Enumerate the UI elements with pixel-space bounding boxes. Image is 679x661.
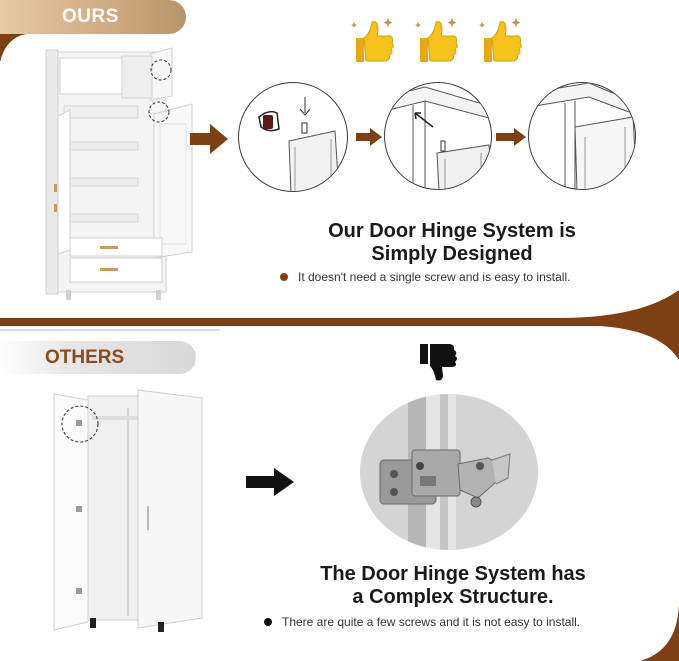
thumbs-up-icon [415, 18, 458, 62]
thumbs-down-icon [420, 344, 457, 381]
ours-cabinet-illustration [45, 47, 193, 300]
arrow-right-icon [190, 124, 228, 154]
arrow-right-icon [356, 128, 382, 146]
ours-headline: Our Door Hinge System is Simply Designed [296, 220, 608, 266]
ours-bullet: It doesn't need a single screw and is ea… [280, 270, 620, 284]
complex-hinge-photo [360, 394, 538, 550]
step-circle-2 [384, 82, 492, 190]
thumbs-up-icon [351, 18, 394, 62]
others-bullet: There are quite a few screws and it is n… [264, 615, 644, 629]
bullet-dot [264, 618, 272, 626]
others-wardrobe-illustration [53, 389, 203, 632]
ours-headline-line2: Simply Designed [371, 243, 533, 265]
ours-label: OURS [62, 6, 119, 27]
step-circle-1 [238, 82, 348, 192]
ours-banner: OURS [0, 0, 186, 34]
thumbs-up-icon [479, 18, 522, 62]
others-headline: The Door Hinge System has a Complex Stru… [296, 563, 610, 609]
others-label: OTHERS [45, 346, 125, 368]
arrow-right-icon [496, 128, 526, 146]
others-headline-line1: The Door Hinge System has [320, 563, 586, 585]
others-bullet-text: There are quite a few screws and it is n… [282, 615, 581, 629]
ours-bullet-text: It doesn't need a single screw and is ea… [298, 270, 571, 284]
step-circle-3 [528, 82, 636, 190]
ours-headline-line1: Our Door Hinge System is [328, 220, 576, 242]
others-headline-line2: a Complex Structure. [352, 586, 554, 608]
arrow-right-icon [246, 468, 294, 496]
others-banner: OTHERS [0, 341, 196, 374]
bullet-dot [280, 273, 288, 281]
